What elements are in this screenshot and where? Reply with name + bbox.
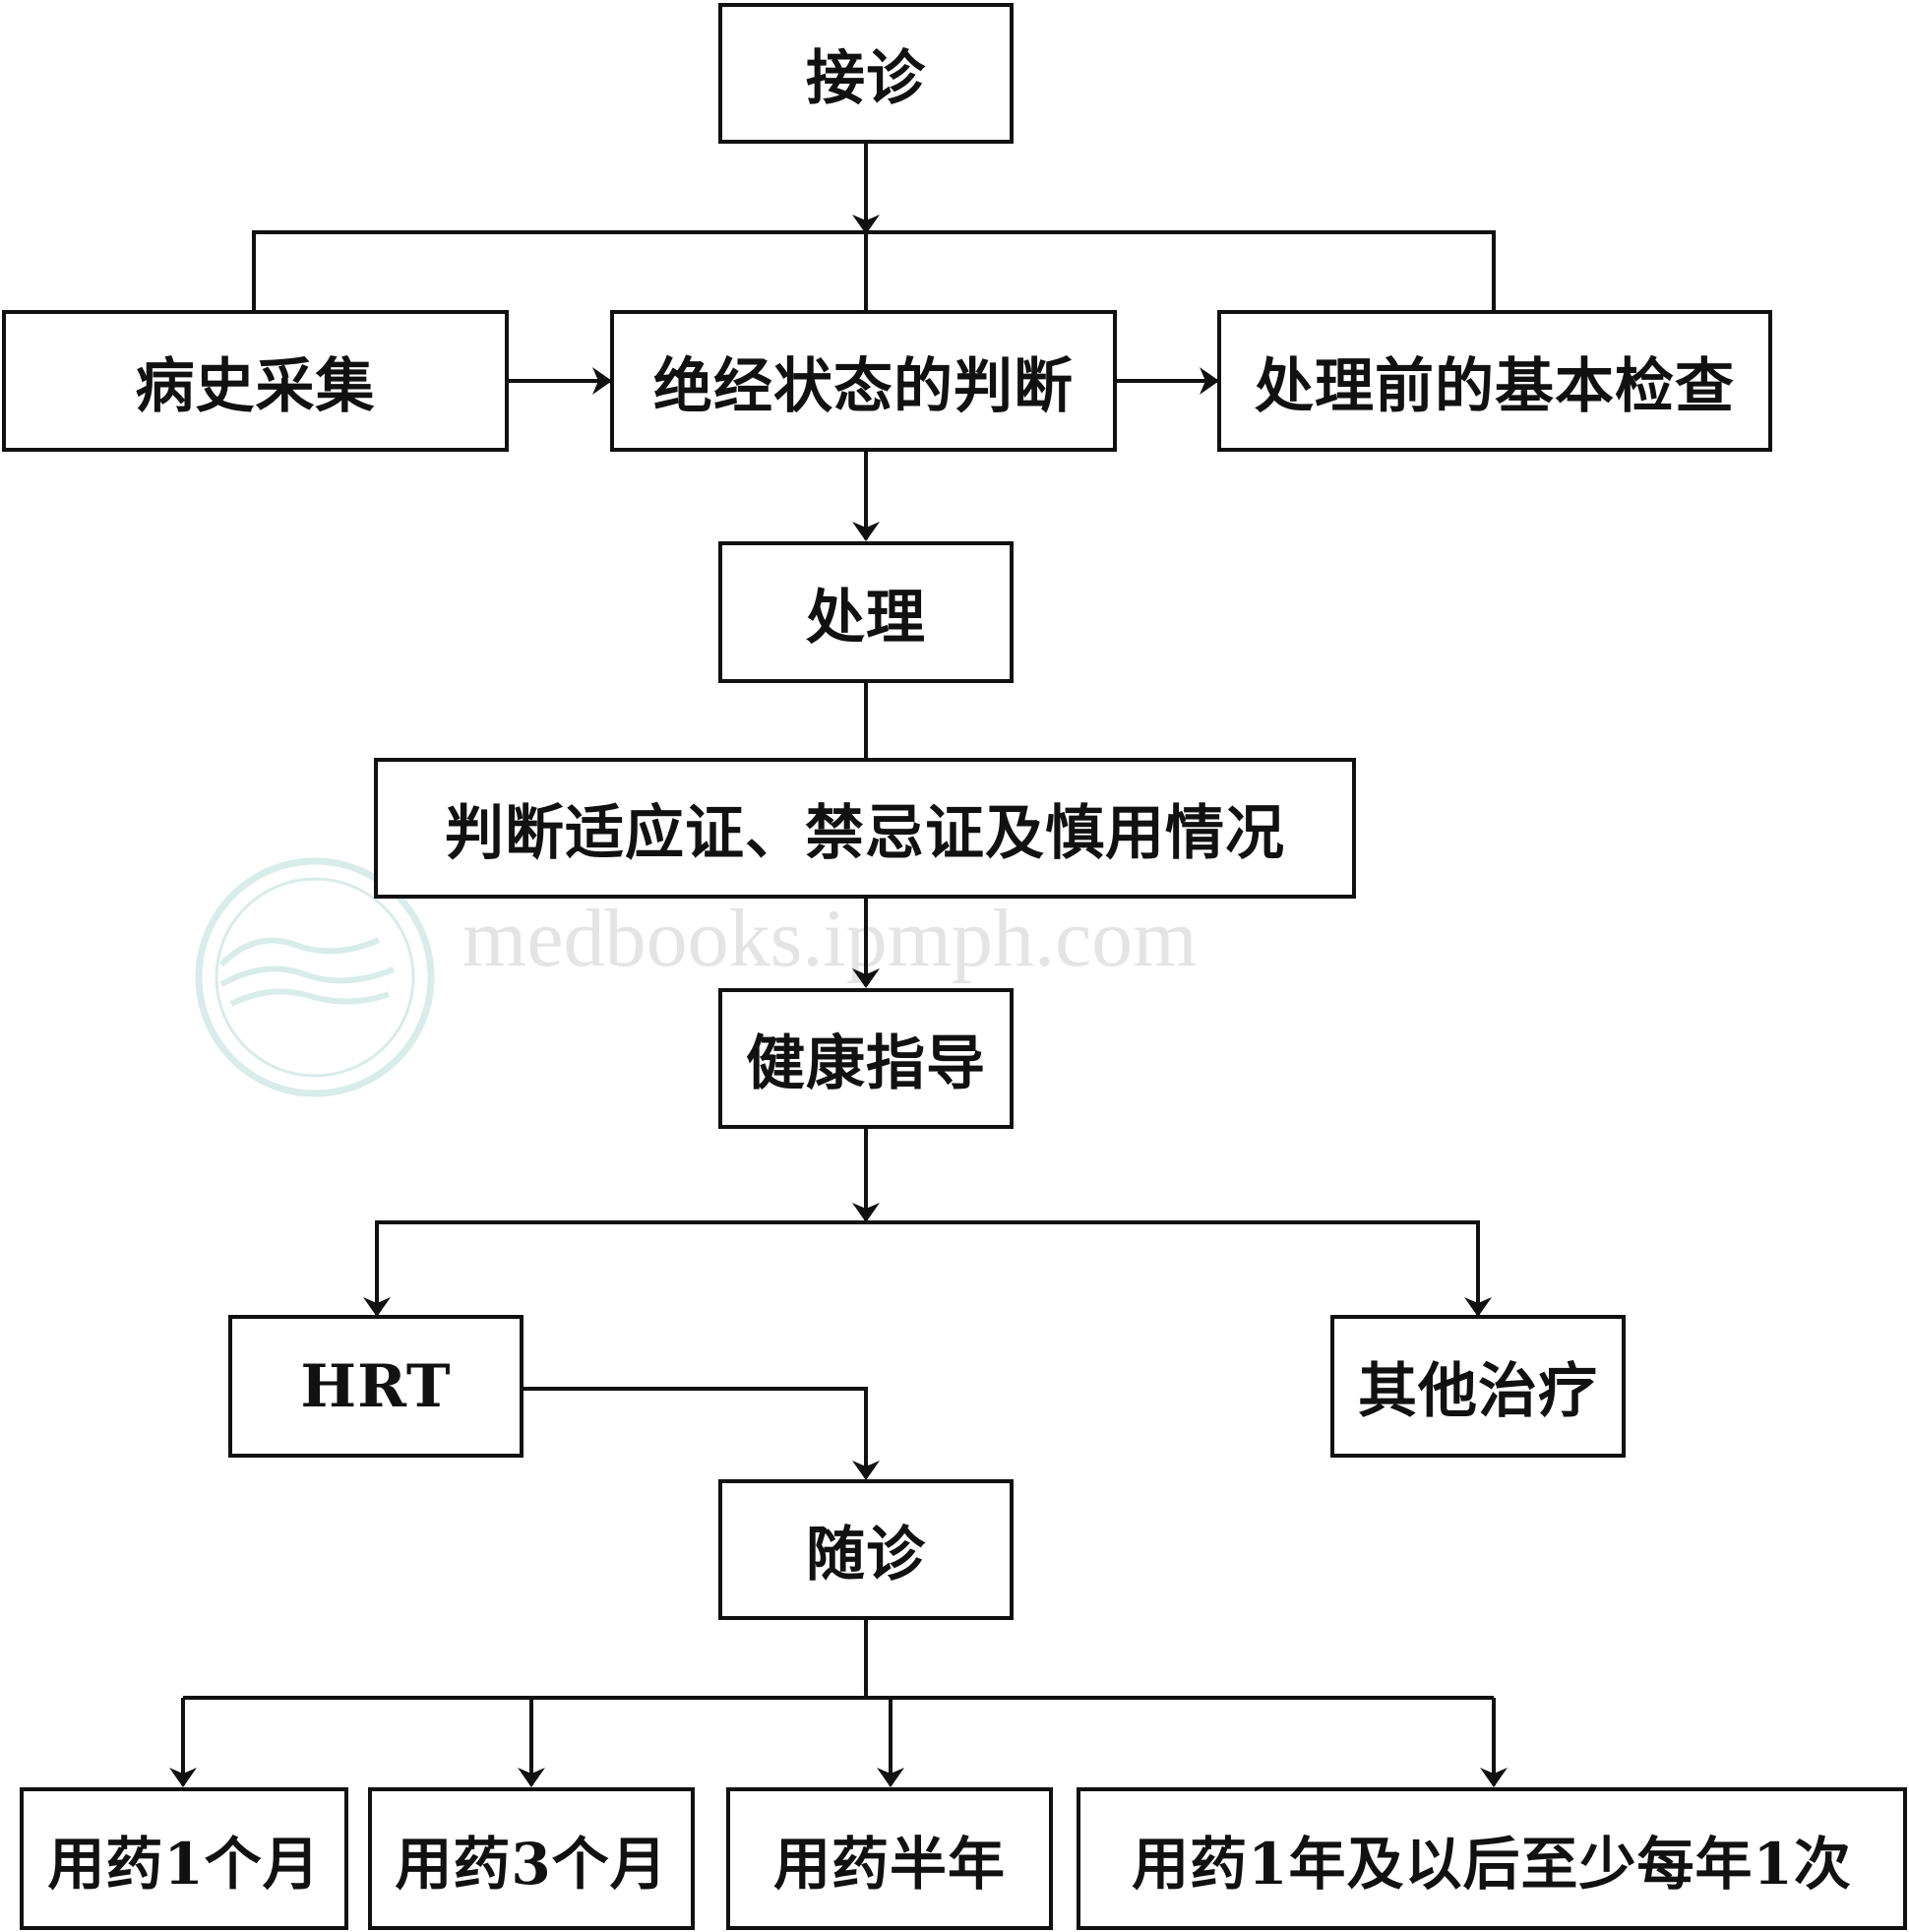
node-other-treatment: 其他治疗: [1330, 1315, 1626, 1458]
node-menopause-status: 绝经状态的判断: [610, 310, 1117, 452]
node-follow-up: 随诊: [718, 1479, 1014, 1620]
node-history: 病史采集: [2, 310, 509, 452]
node-hrt: HRT: [228, 1315, 523, 1458]
line-top-branch: [252, 230, 1496, 310]
node-intake: 接诊: [718, 3, 1014, 144]
node-year1: 用药1年及以后至少每年1次: [1077, 1787, 1907, 1930]
node-month1: 用药1个月: [20, 1787, 348, 1930]
node-health-guidance: 健康指导: [718, 988, 1014, 1129]
line-guidance-branch: [375, 1220, 1480, 1315]
node-indications: 判断适应证、禁忌证及慎用情况: [374, 758, 1356, 899]
watermark-text: medbooks.ipmph.com: [462, 893, 1198, 984]
node-half-year: 用药半年: [726, 1787, 1053, 1930]
node-month3: 用药3个月: [368, 1787, 695, 1930]
node-treatment: 处理: [718, 541, 1014, 683]
node-pretreatment-exam: 处理前的基本检查: [1217, 310, 1772, 452]
line-hrt-followup: [523, 1387, 868, 1427]
